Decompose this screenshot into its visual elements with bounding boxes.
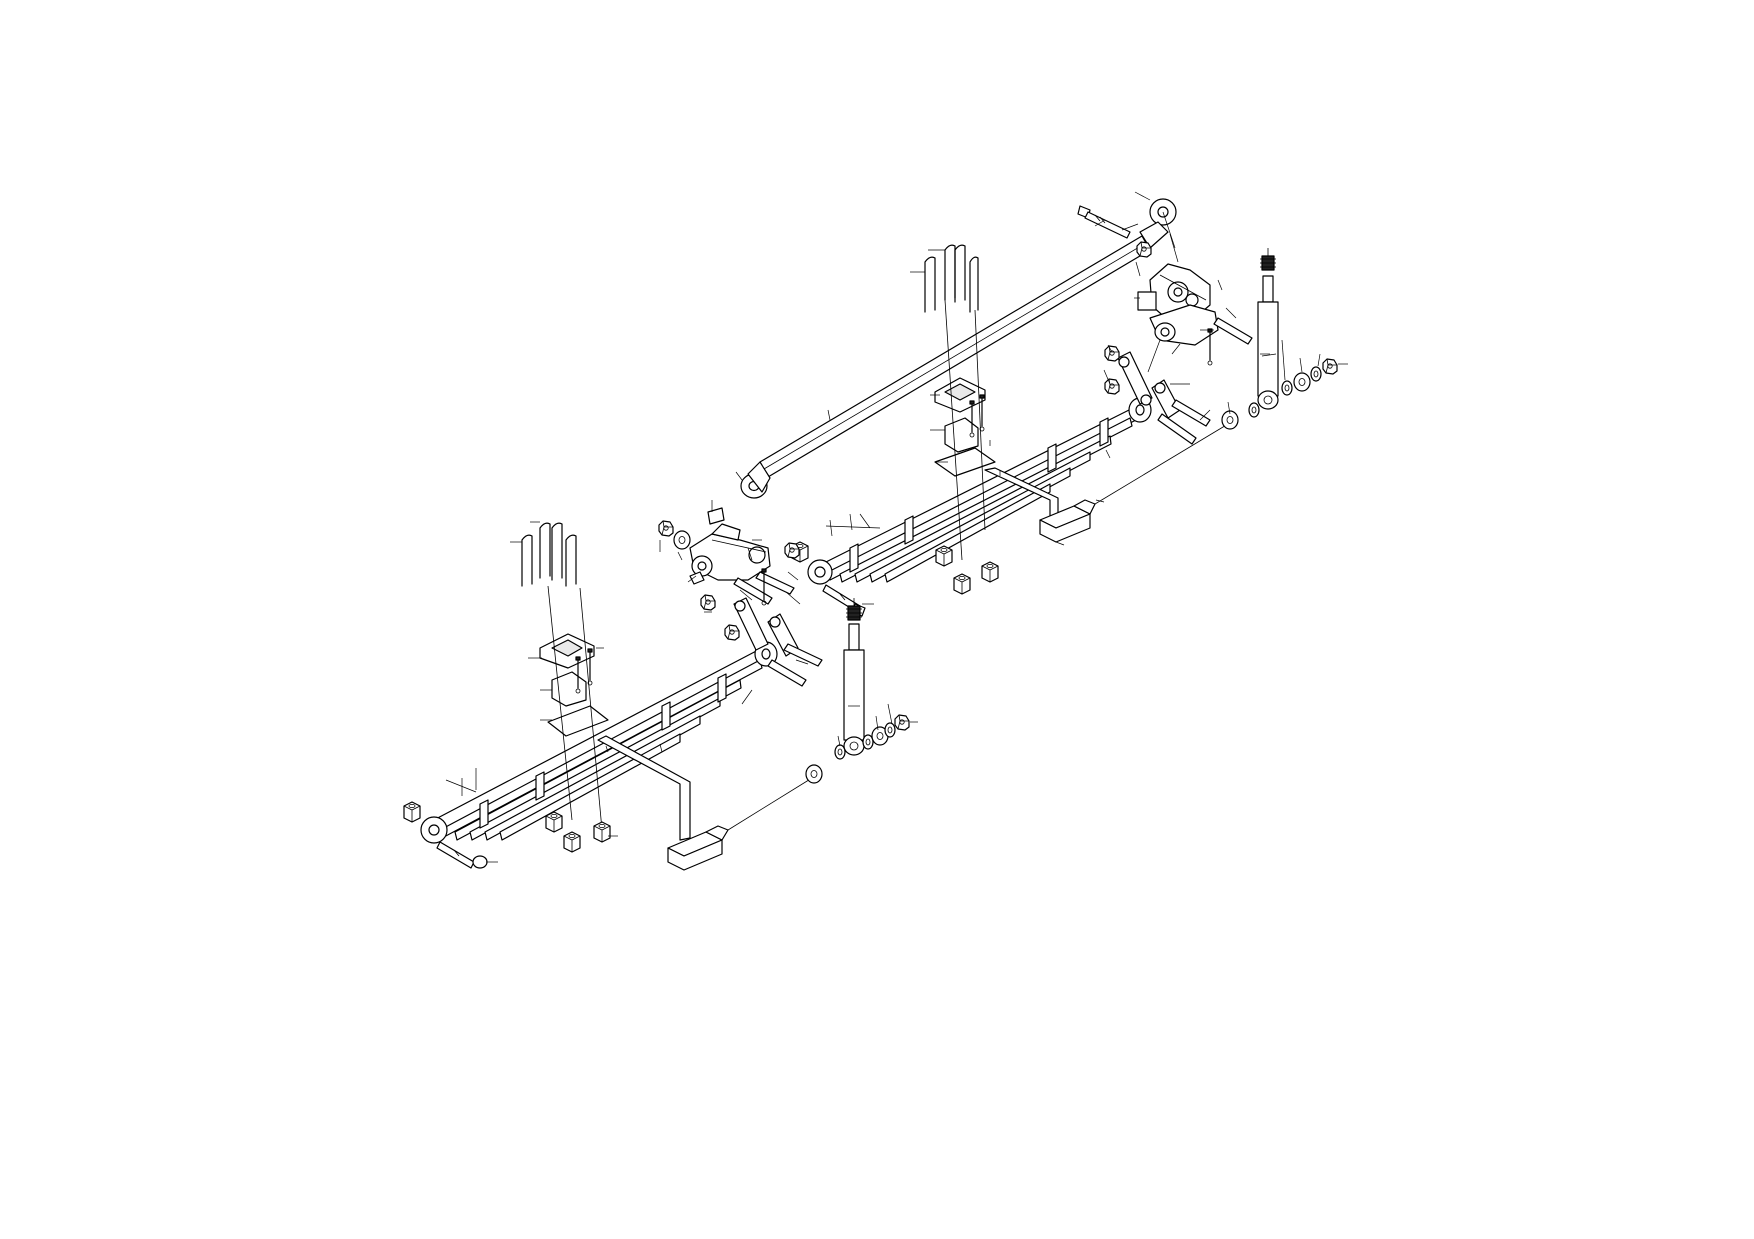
right-u-bolt-2 <box>954 244 966 303</box>
right-leaf-spring <box>791 244 1152 617</box>
axle-beam-right <box>984 417 1239 546</box>
right-shock-hardware <box>1221 358 1338 430</box>
right-bracket-pin <box>1207 307 1253 366</box>
panhard-mount-bolt <box>1077 205 1131 239</box>
frame-bracket-block <box>707 507 725 525</box>
left-spring-front-eye <box>420 816 448 844</box>
left-front-eye-nut <box>472 855 488 869</box>
axle-beam-left <box>597 735 813 871</box>
left-spring-nuts <box>545 811 611 853</box>
panhard-upper-eye <box>1139 198 1177 249</box>
left-shock-absorber <box>805 598 918 784</box>
right-axle-seat-plate <box>934 447 996 477</box>
left-u-bolt-2 <box>551 522 563 581</box>
frame-bracket-left <box>689 507 771 581</box>
right-spring-nuts <box>935 545 999 595</box>
panhard-lower-eye <box>740 461 771 499</box>
left-u-bolt-1 <box>521 534 533 587</box>
left-rear-shackle <box>658 520 823 705</box>
left-spring-clamps <box>479 673 727 829</box>
leader-lines <box>510 191 1270 753</box>
right-rear-shackle <box>1104 339 1211 445</box>
frame-bracket-right <box>1137 263 1219 346</box>
right-bump-stop <box>944 417 979 453</box>
left-bracket-pins <box>687 547 801 606</box>
right-spring-clamps <box>849 417 1109 573</box>
right-spring-front-eye <box>807 559 833 585</box>
left-axle-seat-plate <box>547 705 609 737</box>
panhard-rod <box>740 198 1179 499</box>
left-front-eye-bolt <box>436 841 475 869</box>
right-shock-absorber <box>1221 248 1348 430</box>
right-u-bolt-1 <box>924 256 936 313</box>
panhard-eye-nut <box>1136 241 1152 258</box>
